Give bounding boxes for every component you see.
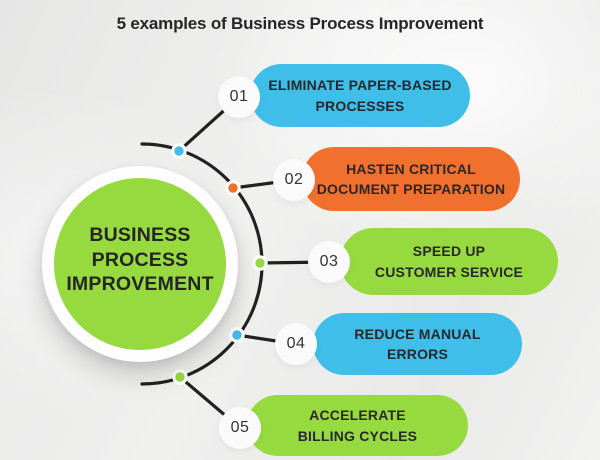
node-dot-04	[229, 327, 245, 343]
number-badge-03: 03	[308, 241, 350, 283]
pill-label-line1: REDUCE MANUAL ERRORS	[354, 325, 481, 363]
pill-item-01: ELIMINATE PAPER-BASED PROCESSES	[250, 64, 470, 127]
center-circle	[54, 178, 226, 350]
pill-item-04: REDUCE MANUAL ERRORS	[313, 313, 522, 375]
pill-label-line1: ACCELERATE	[309, 407, 406, 423]
number-badge-02: 02	[273, 159, 315, 201]
node-dot-03	[252, 255, 268, 271]
number-badge-text: 05	[230, 419, 250, 436]
center-label-line2: PROCESS	[91, 248, 189, 271]
number-badge-text: 03	[319, 253, 339, 270]
infographic-title: 5 examples of Business Process Improveme…	[116, 14, 484, 33]
center-label-line3: IMPROVEMENT	[66, 273, 214, 295]
number-badge-04: 04	[275, 323, 317, 365]
number-badge-text: 01	[229, 88, 249, 105]
node-dot-05	[172, 369, 188, 385]
number-badge-text: 02	[284, 171, 304, 188]
pill-label-line2: PROCESSES	[315, 97, 405, 114]
node-dot-01	[171, 143, 187, 159]
pill-label-line1: SPEED UP	[412, 243, 486, 259]
pill-label-line1: ELIMINATE PAPER-BASED	[268, 77, 452, 93]
pill-label-line2: CUSTOMER SERVICE	[374, 263, 524, 280]
pill-item-03: SPEED UP CUSTOMER SERVICE	[340, 228, 558, 295]
number-badge-text: 04	[286, 335, 306, 352]
number-badge-05: 05	[219, 407, 261, 449]
center-label: BUSINESS PROCESS IMPROVEMENT	[40, 223, 240, 297]
center-label-line1: BUSINESS	[89, 224, 191, 246]
pill-item-05: ACCELERATE BILLING CYCLES	[247, 395, 468, 456]
pill-label-line2: BILLING CYCLES	[297, 427, 418, 444]
node-dot-02	[225, 180, 241, 196]
number-badge-01: 01	[218, 76, 260, 118]
pill-label-line1: HASTEN CRITICAL	[346, 160, 476, 177]
pill-label-line2: DOCUMENT PREPARATION	[316, 181, 506, 197]
pill-item-02: HASTEN CRITICAL DOCUMENT PREPARATION	[302, 147, 520, 211]
